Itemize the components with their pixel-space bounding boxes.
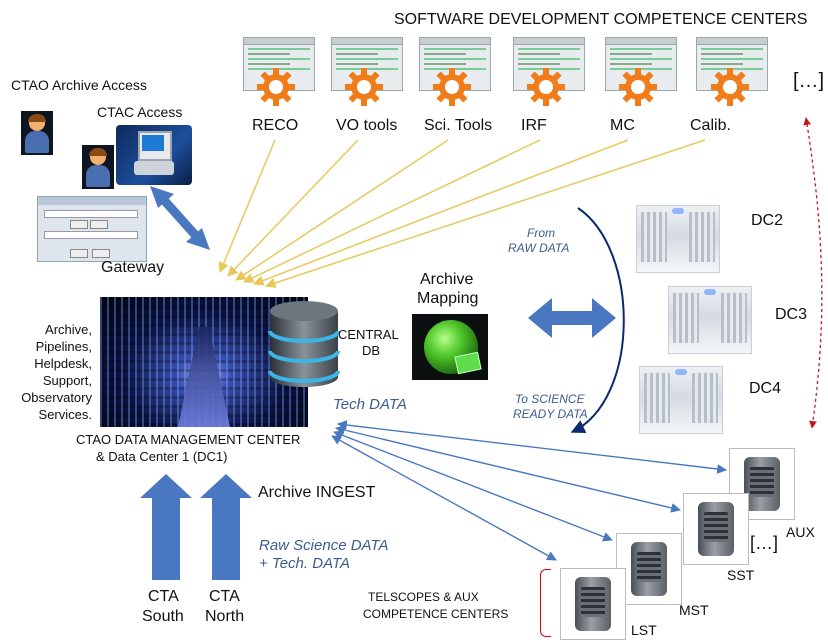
mapping-double-arrow [528, 298, 616, 338]
dc2-label: DC2 [751, 212, 784, 229]
server-mst [616, 533, 682, 605]
from-label-2: RAW DATA [508, 241, 570, 255]
link-mst [333, 430, 613, 542]
more-centers-ellipsis: […] [793, 70, 825, 92]
link-lst [331, 435, 557, 561]
gateway-double-arrow [150, 186, 210, 250]
to-label-1: To SCIENCE [515, 392, 585, 406]
mst-label: MST [679, 602, 709, 618]
label-mc: MC [610, 117, 635, 134]
service-item: Helpdesk, [34, 356, 92, 371]
archive-mapping-label-1: Archive [420, 271, 474, 288]
link-sst [335, 425, 681, 513]
central-db-label-1: CENTRAL [338, 327, 399, 342]
services-list: Archive, Pipelines, Helpdesk, Support, O… [8, 321, 92, 423]
gear-icon [257, 68, 295, 106]
section-title: SOFTWARE DEVELOPMENT COMPETENCE CENTERS [394, 11, 808, 28]
dmc-label-2: & Data Center 1 (DC1) [96, 449, 228, 464]
label-calib: Calib. [690, 117, 731, 134]
label-vo-tools: VO tools [336, 117, 398, 134]
service-item: Support, [42, 373, 92, 388]
data-center-dc2-image [636, 205, 720, 273]
telescopes-group-label-1: TELSCOPES & AUX [368, 590, 479, 604]
raw-data-label-2: + Tech. DATA [259, 555, 351, 572]
dc4-label: DC4 [749, 380, 782, 397]
ingest-arrows [140, 474, 252, 580]
dmc-label-1: CTAO DATA MANAGEMENT CENTER [76, 432, 301, 447]
dashed-link [803, 117, 823, 429]
connector-sci-tools [235, 139, 449, 281]
flow-arc [570, 207, 625, 433]
ingest-arrow-north [200, 474, 252, 580]
archive-mapping-image [412, 314, 488, 380]
server-lst [560, 568, 626, 640]
gateway-window [37, 196, 147, 262]
ctac-user-avatar [82, 145, 114, 189]
connector-vo-tools [227, 139, 359, 277]
database-icon [268, 301, 340, 387]
connector-reco [218, 139, 276, 273]
site-north-line2: North [205, 608, 245, 625]
archive-mapping-label-2: Mapping [417, 290, 479, 307]
connector-mc [253, 139, 629, 286]
gear-icon [345, 68, 383, 106]
gear-icon [433, 68, 471, 106]
link-aux [337, 420, 727, 474]
label-sci-tools: Sci. Tools [424, 117, 493, 134]
connector-irf [243, 139, 541, 283]
tech-data-label: Tech DATA [333, 396, 407, 413]
data-center-dc3-image [668, 286, 752, 354]
server-sst [683, 493, 749, 565]
aux-label: AUX [786, 524, 815, 540]
telescopes-group-label-2: COMPETENCE CENTERS [363, 607, 509, 621]
gear-icon [711, 68, 749, 106]
computer-icon [116, 125, 192, 185]
telescopes-ellipsis: […] [750, 533, 779, 553]
service-item: Pipelines, [35, 339, 92, 354]
connector-calib [265, 139, 706, 288]
service-item: Archive, [45, 322, 92, 337]
site-south-line2: South [142, 608, 184, 625]
ctac-access-label: CTAC Access [97, 104, 183, 120]
label-reco: RECO [252, 117, 299, 134]
gateway-label: Gateway [101, 259, 165, 276]
central-db-label-2: DB [362, 343, 381, 358]
gear-icon [527, 68, 565, 106]
site-north-line1: CTA [209, 588, 240, 605]
dc3-label: DC3 [775, 306, 808, 323]
archive-user-avatar [21, 111, 53, 155]
from-label-1: From [527, 226, 555, 240]
ingest-arrow-south [140, 474, 192, 580]
service-item: Services. [38, 407, 92, 422]
sst-label: SST [727, 567, 755, 583]
service-item: Observatory [21, 390, 92, 405]
lst-label: LST [631, 622, 657, 638]
server-aux [729, 448, 795, 520]
label-irf: IRF [521, 117, 547, 134]
gear-icon [619, 68, 657, 106]
site-south-line1: CTA [148, 588, 179, 605]
to-label-2: READY DATA [513, 407, 588, 421]
archive-access-label: CTAO Archive Access [11, 77, 147, 93]
